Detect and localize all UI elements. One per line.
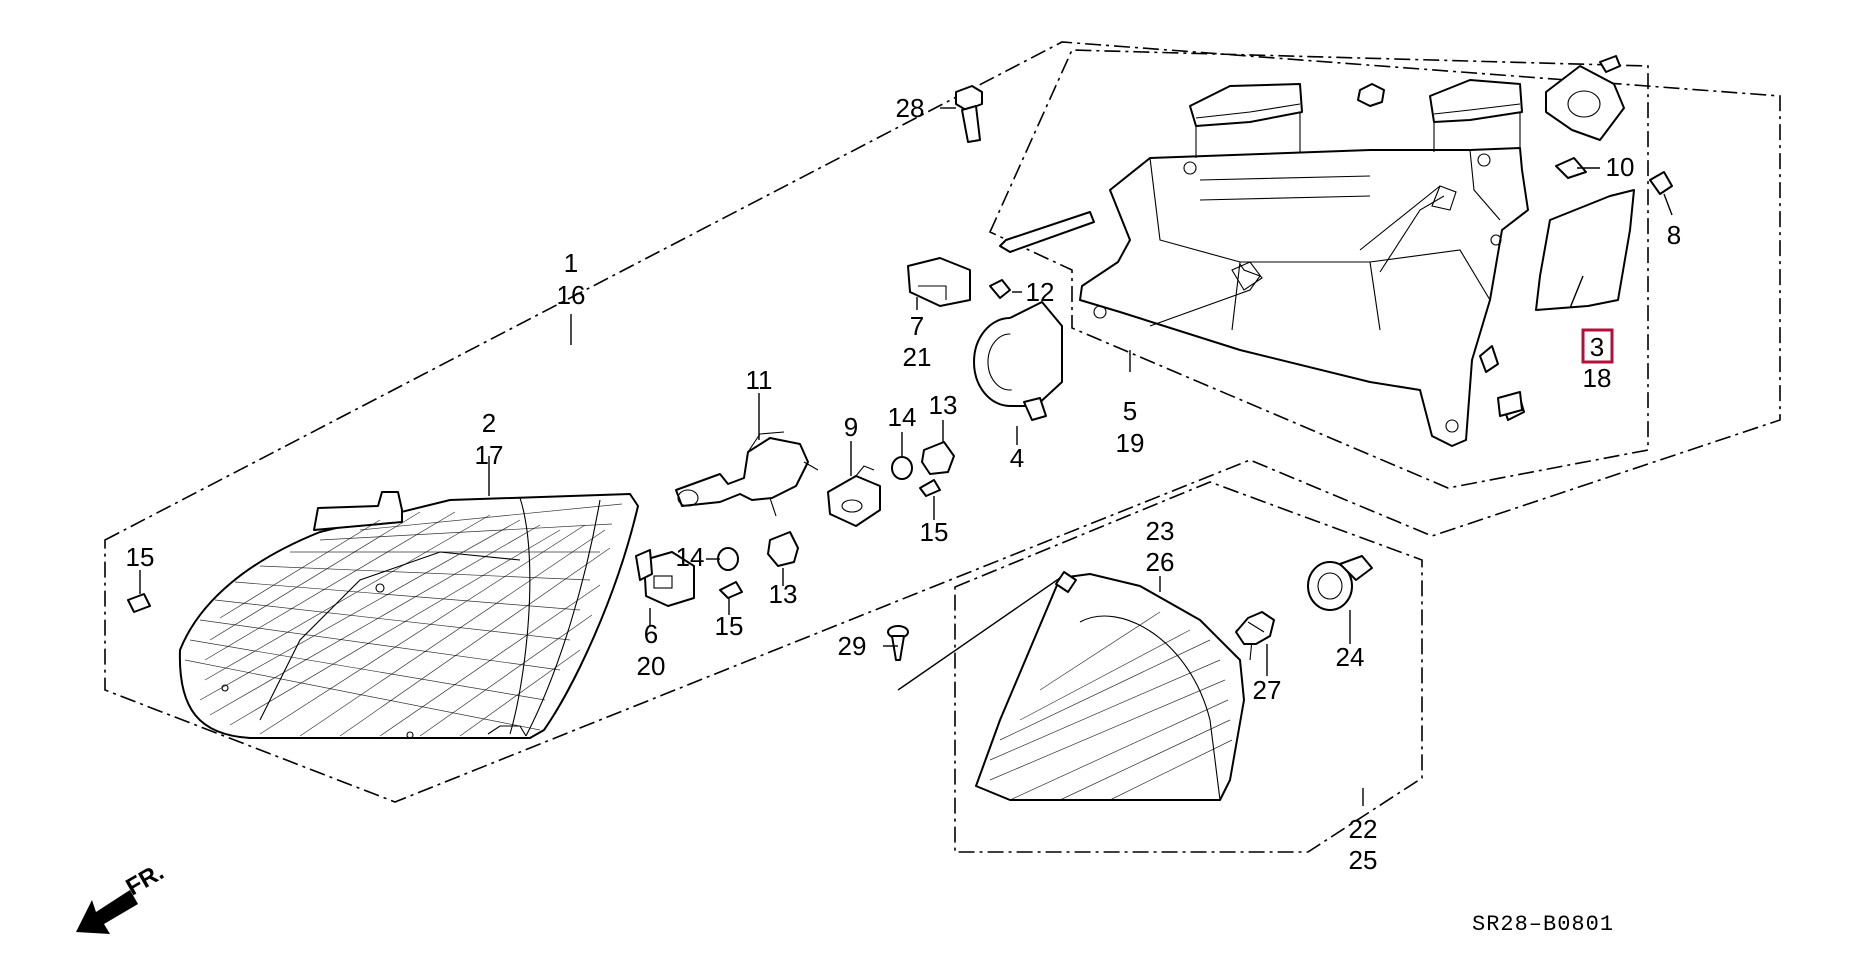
callout-3-18: 3 18 (1581, 328, 1614, 393)
callout-number: 17 (475, 440, 504, 470)
callout-number: 25 (1349, 845, 1378, 875)
bulb-socket-9 (827, 465, 881, 527)
callout-22-25: 22 25 (1349, 814, 1378, 875)
bolt-28 (955, 85, 983, 143)
callout-8: 8 (1667, 220, 1681, 250)
callout-15b: 15 (715, 611, 744, 641)
connector-7 (907, 257, 971, 307)
housing-assembly-boundary (988, 49, 1649, 489)
callout-number: 15 (126, 542, 155, 572)
callout-number: 13 (929, 390, 958, 420)
callout-number: 27 (1253, 675, 1282, 705)
callout-2-17: 2 17 (475, 408, 504, 470)
callout-number: 26 (1146, 547, 1175, 577)
front-direction-indicator: FR. (76, 858, 168, 934)
callout-number: 1 (564, 248, 578, 278)
callout-28: 28 (896, 93, 925, 123)
headlight-bulb (675, 431, 819, 517)
callout-number: 20 (637, 651, 666, 681)
headlight-assembly-boundary (104, 41, 1781, 803)
callout-1-16: 1 16 (557, 248, 586, 310)
callout-6-20: 6 20 (637, 619, 666, 681)
callout-7-21: 7 21 (903, 311, 932, 372)
callout-number: 10 (1606, 152, 1635, 182)
callout-number: 21 (903, 342, 932, 372)
headlight-cover (1535, 189, 1635, 311)
callout-number: 28 (896, 93, 925, 123)
callout-14a: 14 (676, 542, 705, 572)
callout-15a: 15 (126, 542, 155, 572)
socket-ring (973, 301, 1063, 421)
gaskets-and-connectors (127, 441, 955, 613)
nut-12 (989, 279, 1011, 299)
callout-number: 15 (920, 517, 949, 547)
callout-9: 9 (844, 412, 858, 442)
callout-4: 4 (1010, 443, 1024, 473)
leader-lines (139, 107, 1673, 806)
diagram-code: SR28–B0801 (1472, 912, 1614, 937)
callout-number: 8 (1667, 220, 1681, 250)
callout-13b: 13 (929, 390, 958, 420)
headlight-lens (178, 491, 639, 739)
callout-27: 27 (1253, 675, 1282, 705)
callout-11: 11 (746, 365, 773, 395)
callout-number: 29 (838, 631, 867, 661)
callout-5-19: 5 19 (1116, 396, 1145, 458)
callout-number: 2 (482, 408, 496, 438)
callout-number: 12 (1026, 277, 1055, 307)
side-marker-socket (1307, 555, 1373, 611)
callout-number: 14 (888, 402, 917, 432)
callout-number: 3 (1590, 332, 1604, 362)
callout-number: 15 (715, 611, 744, 641)
callout-number: 9 (844, 412, 858, 442)
callout-23-26: 23 26 (1146, 516, 1175, 577)
callout-number: 14 (676, 542, 705, 572)
side-marker-lens (975, 571, 1253, 801)
screw-29 (887, 625, 909, 661)
highlight-box (1581, 328, 1614, 364)
callout-number: 22 (1349, 814, 1378, 844)
side-marker-bulb (1235, 611, 1275, 645)
callout-12: 12 (1026, 277, 1055, 307)
arrow-icon (76, 890, 138, 934)
callout-number: 16 (557, 280, 586, 310)
callout-number: 18 (1583, 363, 1612, 393)
headlight-housing (1079, 79, 1529, 447)
callout-number: 5 (1123, 396, 1137, 426)
bracket-parts (999, 55, 1673, 417)
callout-number: 4 (1010, 443, 1024, 473)
callout-24: 24 (1336, 642, 1365, 672)
bulb-socket-6 (635, 549, 695, 607)
callout-number: 13 (769, 579, 798, 609)
callout-14b: 14 (888, 402, 917, 432)
callout-number: 7 (910, 311, 924, 341)
callout-number: 23 (1146, 516, 1175, 546)
side-marker-assembly-boundary (954, 481, 1423, 853)
callout-10: 10 (1606, 152, 1635, 182)
callout-29: 29 (838, 631, 867, 661)
callout-number: 19 (1116, 428, 1145, 458)
callout-number: 24 (1336, 642, 1365, 672)
callout-number: 11 (746, 365, 773, 395)
callout-number: 6 (644, 619, 658, 649)
callout-15c: 15 (920, 517, 949, 547)
callout-13a: 13 (769, 579, 798, 609)
